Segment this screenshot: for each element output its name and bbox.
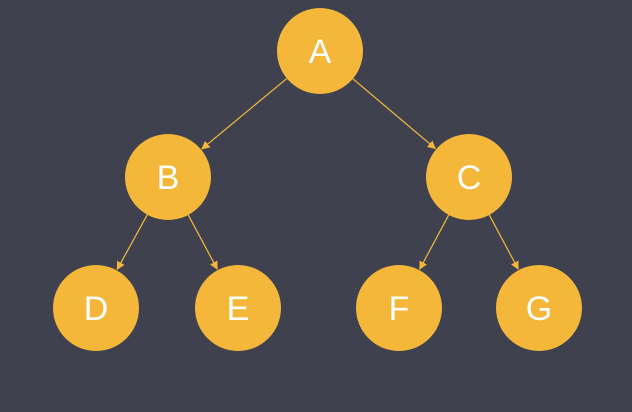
edges-layer <box>116 76 519 271</box>
edge-b-e <box>186 212 218 270</box>
node-g-label: G <box>526 290 552 328</box>
node-c: C <box>426 134 512 220</box>
node-g: G <box>496 265 582 351</box>
node-e: E <box>195 265 281 351</box>
node-d-label: D <box>84 290 109 328</box>
node-d: D <box>53 265 139 351</box>
node-a: A <box>277 8 363 94</box>
node-b-label: B <box>157 159 180 197</box>
edge-a-b <box>201 76 289 150</box>
node-e-circle <box>195 265 281 351</box>
node-f-label: F <box>389 290 410 328</box>
node-d-circle <box>53 265 139 351</box>
nodes-layer: A B C D E F G <box>53 8 582 351</box>
node-g-circle <box>496 265 582 351</box>
edge-b-d <box>116 212 149 271</box>
node-a-circle <box>277 8 363 94</box>
edge-a-c <box>350 77 437 150</box>
node-f-circle <box>356 265 442 351</box>
node-c-circle <box>426 134 512 220</box>
node-e-label: E <box>227 290 250 328</box>
node-b-circle <box>125 134 211 220</box>
edge-c-g <box>487 212 519 270</box>
node-a-label: A <box>309 33 332 71</box>
edge-c-f <box>419 212 451 270</box>
node-c-label: C <box>457 159 482 197</box>
node-f: F <box>356 265 442 351</box>
node-b: B <box>125 134 211 220</box>
